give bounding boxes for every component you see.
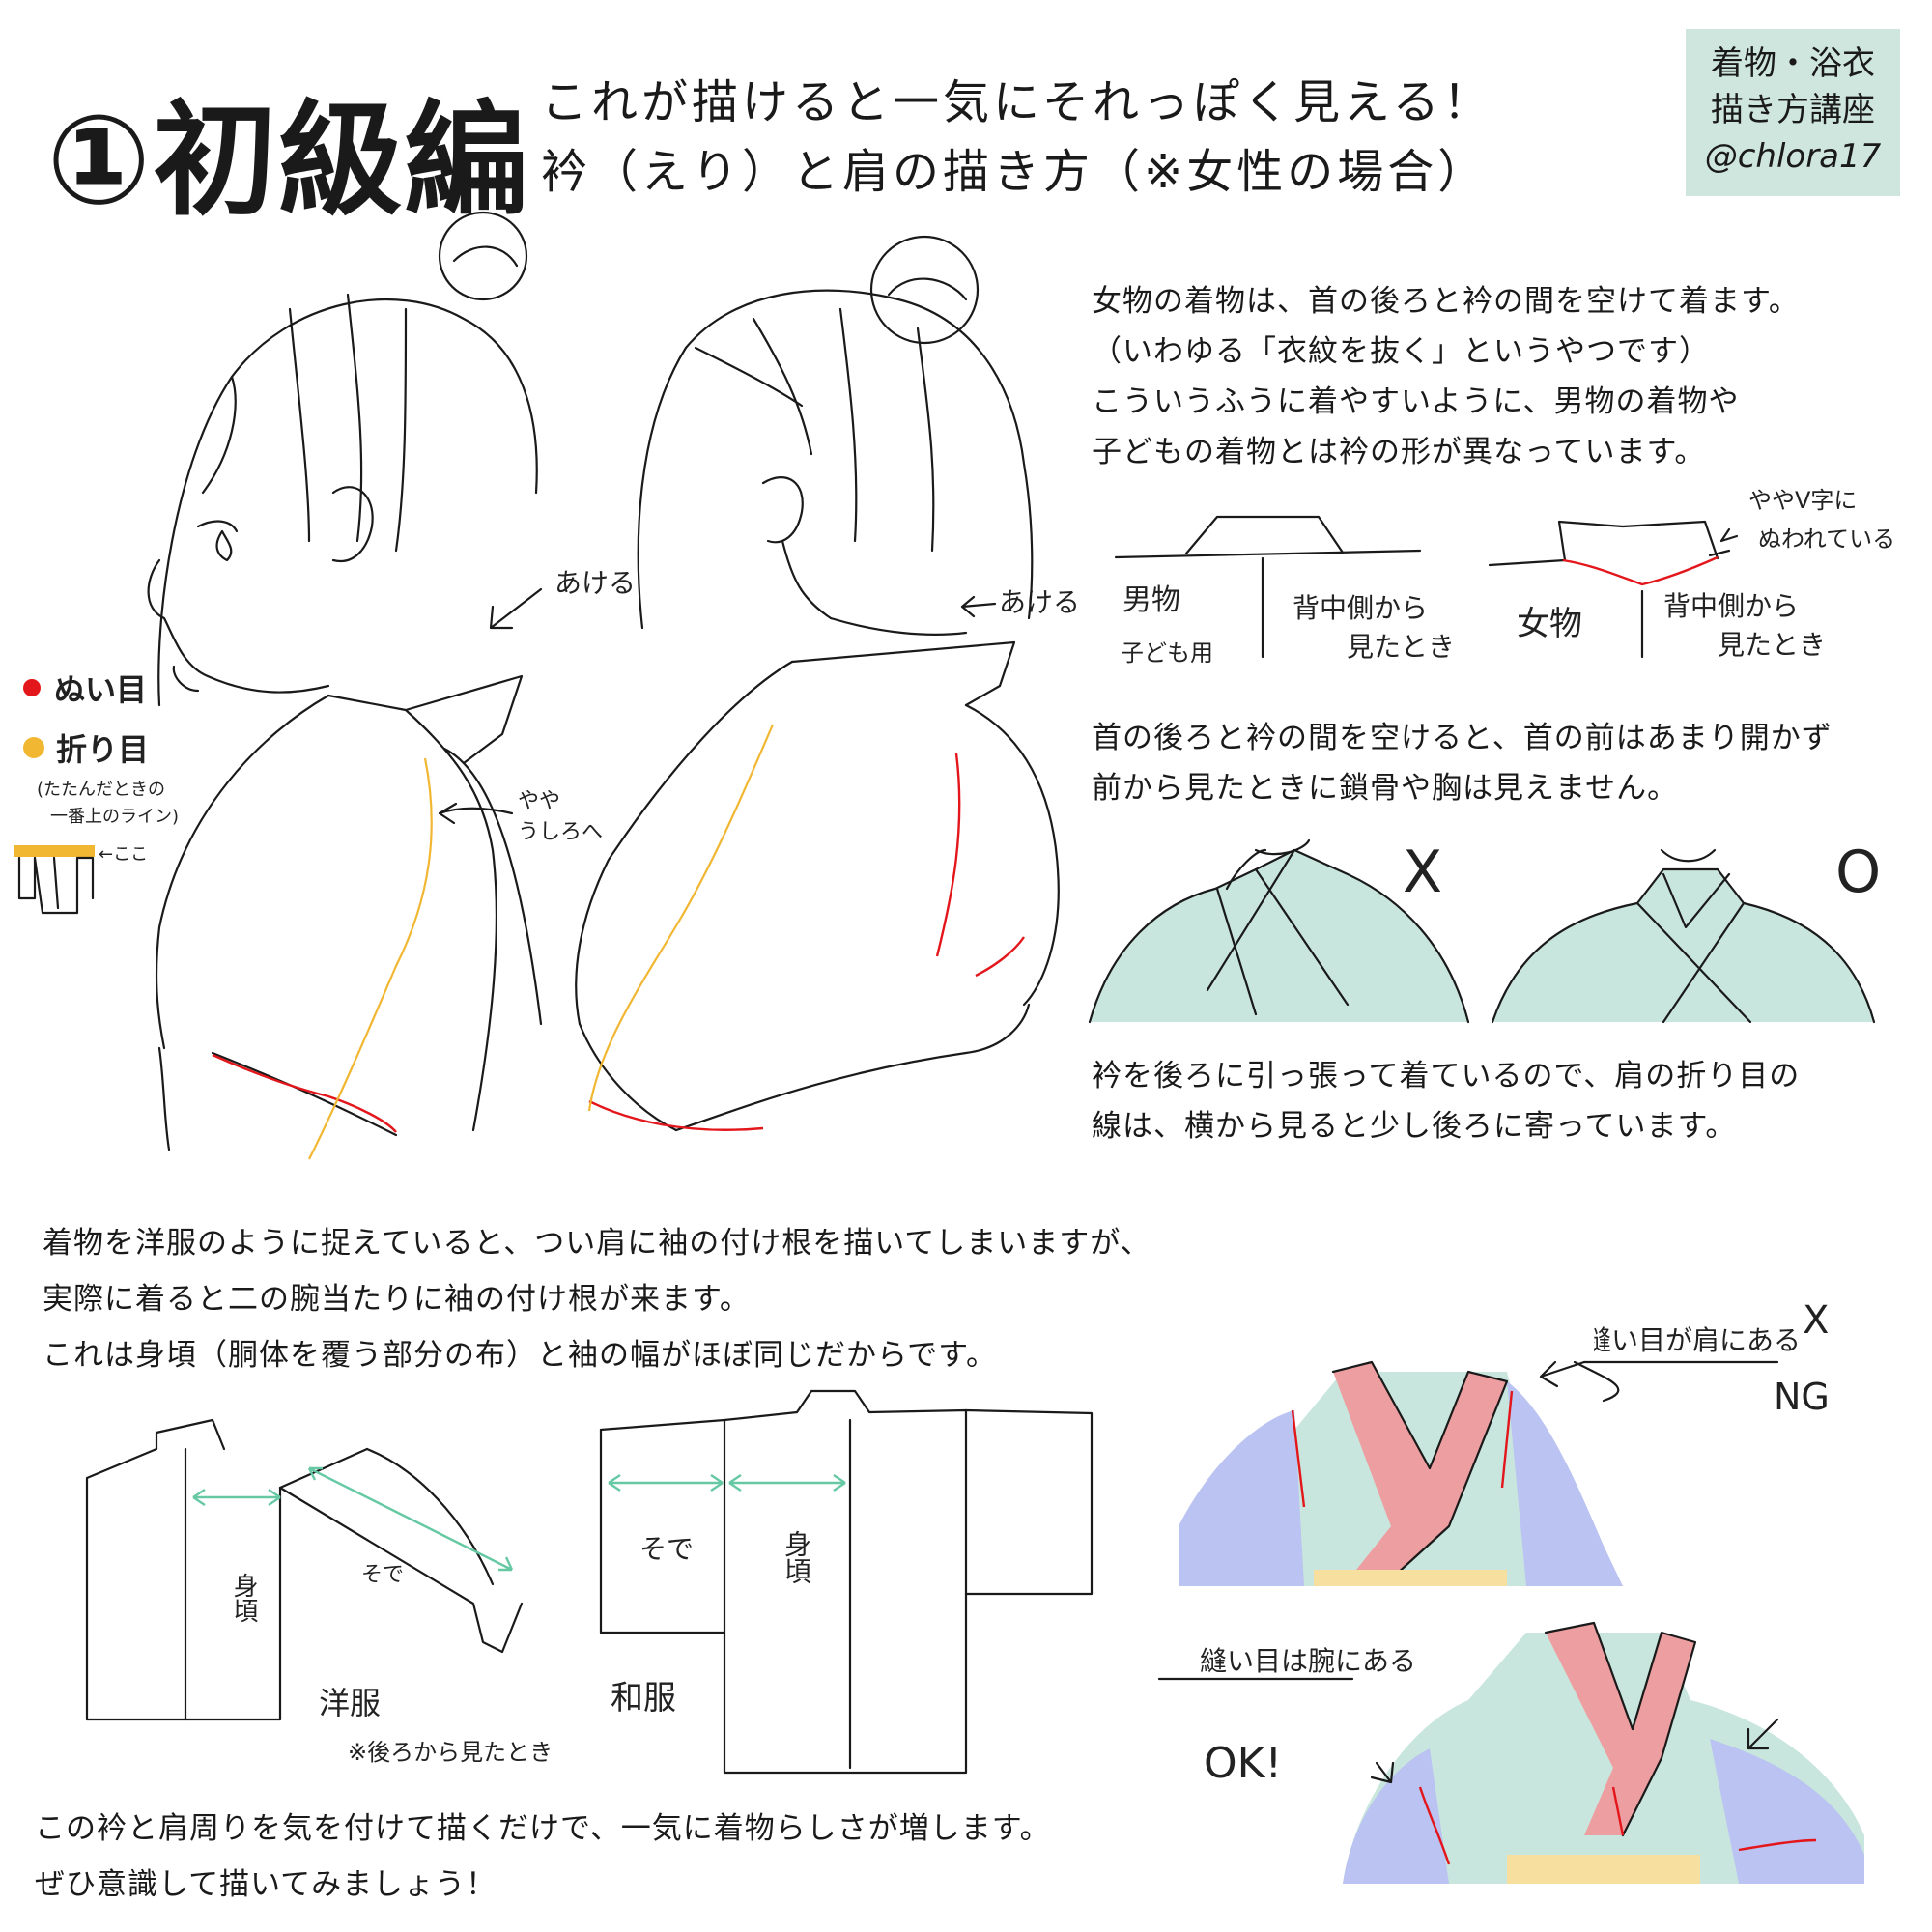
series-badge: 着物・浴衣 描き方講座 @chlora17 <box>1686 29 1900 196</box>
akeru-label-left: あける <box>554 567 637 599</box>
men-back-view-label-b: 見たとき <box>1347 631 1456 663</box>
back-view-note: ※後ろから見たとき <box>348 1739 554 1766</box>
seam-dot-icon <box>23 679 41 696</box>
legend-fold-note-1: (たたんだときの <box>37 780 166 800</box>
ng-label: NG <box>1774 1376 1830 1418</box>
neck-note: 首の後ろと衿の間を空けると、首の前はあまり開かず 前から見たときに鎖骨や胸は見え… <box>1092 713 1833 813</box>
akeru-right-arrow-icon <box>960 595 997 618</box>
ok-label: OK! <box>1204 1739 1283 1788</box>
wrong-mark: X <box>1403 838 1443 906</box>
badge-line-1: 着物・浴衣 <box>1711 44 1875 83</box>
ng-caption: 縫い目が肩にある <box>1584 1324 1802 1356</box>
subtitle-line-1: これが描けると一気にそれっぽく見える！ <box>541 75 1493 129</box>
intro-line-2: （いわゆる「衣紋を抜く」というやつです） <box>1092 334 1710 369</box>
shoulder-note-line-2: 線は、横から見ると少し後ろに寄っています。 <box>1092 1109 1737 1144</box>
sleeve-note-line-2: 実際に着ると二の腕当たりに袖の付け根が来ます。 <box>43 1282 751 1317</box>
back-view-figure <box>575 235 1060 1132</box>
neck-note-line-2: 前から見たときに鎖骨や胸は見えません。 <box>1092 771 1679 806</box>
western-body-width-arrow <box>192 1489 281 1506</box>
neck-right-panel <box>1491 848 1876 1024</box>
ok-caption: 縫い目は腕にある <box>1200 1645 1417 1677</box>
men-collar-label: 男物 <box>1122 583 1180 617</box>
sleeve-note-line-3: これは身頃（胴体を覆う部分の布）と袖の幅がほぼ同じだからです。 <box>43 1338 997 1373</box>
author-handle: @chlora17 <box>1704 137 1882 176</box>
fold-dot-icon <box>23 737 44 758</box>
yaya-arrow-icon <box>438 802 514 825</box>
closing-line-2: ぜひ意識して描いてみましょう！ <box>35 1867 497 1902</box>
closing-note: この衿と肩周りを気を付けて描くだけで、一気に着物らしさが増します。 ぜひ意識して… <box>35 1801 1051 1913</box>
japanese-sleeve-label: そで <box>639 1533 695 1565</box>
subtitle: これが描けると一気にそれっぽく見える！ 衿（えり）と肩の描き方（※女性の場合） <box>541 68 1493 207</box>
legend-fold-label: 折り目 <box>56 731 150 768</box>
women-back-view-label-a: 背中側から <box>1663 590 1800 622</box>
japanese-clothes-label: 和服 <box>611 1679 676 1718</box>
intro-line-4: 子どもの着物とは衿の形が異なっています。 <box>1092 435 1706 469</box>
collar-diagram-women <box>1488 520 1739 659</box>
ng-arrow-icon <box>1539 1360 1586 1388</box>
western-clothes-label: 洋服 <box>319 1685 382 1721</box>
v-shape-note-a: ややV字に <box>1748 487 1858 514</box>
ok-example-panel <box>1343 1621 1864 1884</box>
intro-line-1: 女物の着物は、首の後ろと衿の間を空けて着ます。 <box>1092 284 1800 319</box>
japanese-sleeve-width-arrow <box>608 1474 724 1492</box>
japanese-body-label: 身頃 <box>781 1530 812 1584</box>
japanese-garment-diagram <box>599 1389 1094 1775</box>
shoulder-note: 衿を後ろに引っ張って着ているので、肩の折り目の 線は、横から見ると少し後ろに寄っ… <box>1092 1051 1800 1151</box>
western-garment-diagram <box>85 1418 524 1721</box>
subtitle-line-2: 衿（えり）と肩の描き方（※女性の場合） <box>541 145 1489 199</box>
v-shape-note-b: ぬわれている <box>1758 526 1896 553</box>
shoulder-note-line-1: 衿を後ろに引っ張って着ているので、肩の折り目の <box>1092 1059 1801 1094</box>
intro-line-3: こういうふうに着やすいように、男物の着物や <box>1092 384 1740 419</box>
sleeve-note-line-1: 着物を洋服のように捉えていると、つい肩に袖の付け根を描いてしまいますが、 <box>43 1226 1151 1261</box>
closing-line-1: この衿と肩周りを気を付けて描くだけで、一気に着物らしさが増します。 <box>35 1811 1051 1846</box>
western-body-label: 身頃 <box>229 1573 258 1623</box>
yaya-ushiro-label: やや うしろへ <box>518 789 604 844</box>
legend-fold-note-2: 一番上のライン) <box>50 807 180 827</box>
side-view-figure <box>147 211 543 1160</box>
legend: ぬい目 折り目 (たたんだときの 一番上のライン) <box>23 667 216 831</box>
intro-paragraph: 女物の着物は、首の後ろと衿の間を空けて着ます。 （いわゆる「衣紋を抜く」というや… <box>1092 276 1800 477</box>
collar-diagram-men <box>1114 515 1422 659</box>
western-sleeve-label: そで <box>361 1563 405 1587</box>
sleeve-note: 着物を洋服のように捉えていると、つい肩に袖の付け根を描いてしまいますが、 実際に… <box>43 1215 1151 1383</box>
badge-line-2: 描き方講座 <box>1711 91 1875 129</box>
legend-here-label: ←ここ <box>99 844 149 865</box>
men-back-view-label-a: 背中側から <box>1293 592 1429 624</box>
children-collar-label: 子ども用 <box>1121 639 1213 667</box>
akeru-label-right: あける <box>999 586 1081 618</box>
ng-example-panel <box>1179 1294 1623 1586</box>
folded-kimono-icon <box>14 845 95 915</box>
right-mark: O <box>1835 838 1882 906</box>
women-back-view-label-b: 見たとき <box>1718 629 1827 661</box>
neck-note-line-1: 首の後ろと衿の間を空けると、首の前はあまり開かず <box>1092 721 1833 755</box>
page-title: ①初級編 <box>46 89 530 233</box>
ng-x-mark: X <box>1803 1298 1830 1343</box>
akeru-left-arrow-icon <box>489 587 543 630</box>
neck-wrong-panel <box>1088 838 1470 1024</box>
western-sleeve-width-arrow <box>307 1466 514 1572</box>
japanese-body-width-arrow <box>728 1474 846 1492</box>
legend-seam-label: ぬい目 <box>54 671 148 708</box>
women-collar-label: 女物 <box>1517 605 1582 643</box>
